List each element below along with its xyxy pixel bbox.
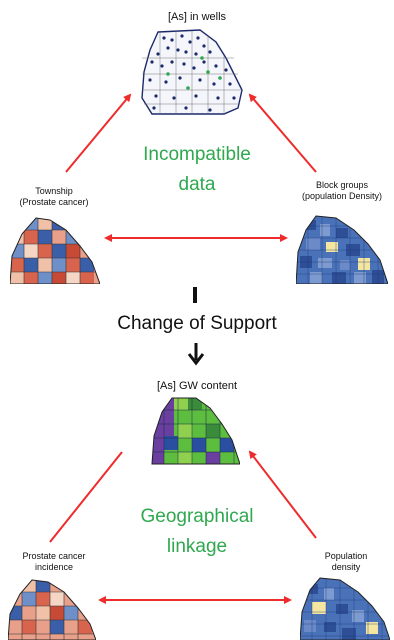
gw-content-map (151, 397, 240, 465)
population-density-map (300, 577, 390, 640)
change-of-support-label: Change of Support (117, 313, 277, 334)
population-label-line1: Population (324, 551, 368, 561)
arrow-population-to-gw (248, 450, 317, 539)
wells-map (141, 29, 243, 115)
arrow-township-to-wells (65, 93, 132, 173)
blockgroups-label: Block groups (population Density) (290, 180, 394, 202)
blockgroups-map (296, 215, 388, 284)
township-label-line2: (Prostate cancer) (19, 197, 89, 207)
linkage-line2: linkage (166, 536, 228, 557)
gw-content-label: [As] GW content (156, 380, 238, 392)
separator-bar (193, 287, 197, 303)
prostate-label-line2: incidence (34, 562, 74, 572)
line-prostate-to-gw (49, 451, 123, 543)
township-label: Township (Prostate cancer) (8, 186, 100, 208)
bottom-arrows (49, 450, 317, 604)
incompatible-text: Incompatible data (100, 140, 294, 200)
prostate-label-line1: Prostate cancer (22, 551, 86, 561)
arrow-blockgroups-to-wells (248, 93, 317, 173)
incompatible-line2: data (178, 174, 216, 195)
township-map (10, 217, 100, 284)
linkage-line1: Geographical (140, 506, 254, 527)
population-label-line2: density (331, 562, 361, 572)
blockgroups-label-line2: (population Density) (301, 191, 383, 201)
down-arrow-icon (187, 343, 205, 366)
population-density-label: Population density (306, 551, 386, 573)
wells-label: [As] in wells (167, 11, 227, 23)
top-arrows (65, 93, 317, 242)
township-label-line1: Township (35, 186, 73, 196)
incompatible-line1: Incompatible (143, 144, 251, 165)
prostate-incidence-map (8, 579, 96, 640)
prostate-incidence-label: Prostate cancer incidence (6, 551, 102, 573)
geographical-linkage-text: Geographical linkage (100, 502, 294, 562)
blockgroups-label-line1: Block groups (315, 180, 369, 190)
